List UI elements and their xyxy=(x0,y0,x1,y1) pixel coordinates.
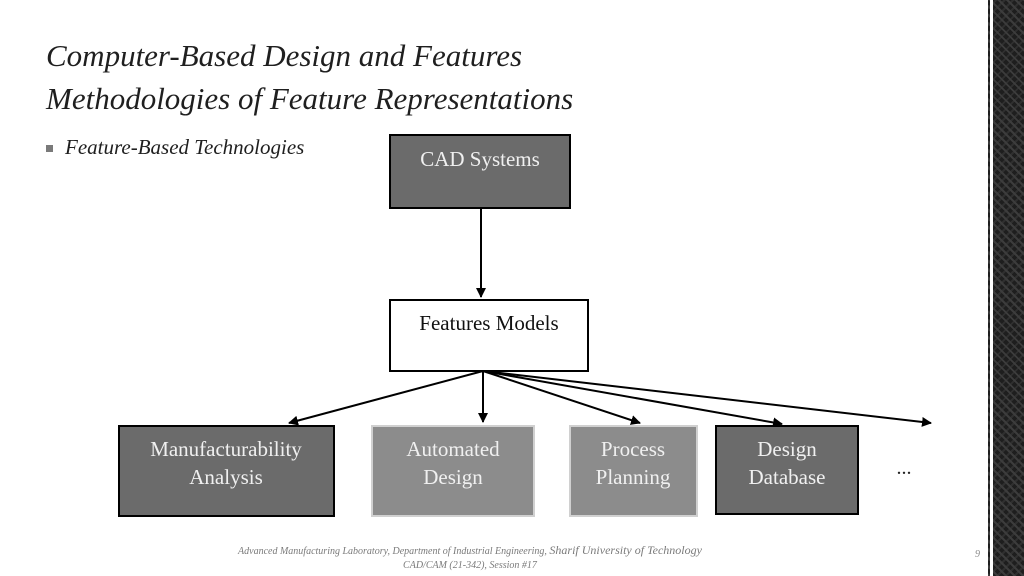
manufacturability-line-1: Manufacturability xyxy=(150,437,302,461)
automated-design-node: Automated Design xyxy=(371,425,535,517)
arrow-to-more xyxy=(482,370,932,427)
features-models-node: Features Models xyxy=(389,299,589,372)
page-number: 9 xyxy=(975,549,980,560)
cad-systems-label: CAD Systems xyxy=(420,147,540,171)
arrow-to-process-planning xyxy=(482,370,641,425)
arrow-to-manufacturability xyxy=(288,370,484,426)
title-line-1: Computer-Based Design and Features xyxy=(46,38,523,73)
process-planning-line-2: Planning xyxy=(596,465,671,489)
features-models-label: Features Models xyxy=(419,311,558,335)
decorative-side-stripe xyxy=(990,0,993,576)
footer-lab: Advanced Manufacturing Laboratory, Depar… xyxy=(238,546,550,557)
automated-design-line-1: Automated xyxy=(406,437,500,461)
design-database-line-2: Database xyxy=(749,465,826,489)
footer-line-1: Advanced Manufacturing Laboratory, Depar… xyxy=(200,543,740,558)
arrow-to-design-database xyxy=(482,370,783,428)
process-planning-node: Process Planning xyxy=(569,425,698,517)
more-items-ellipsis: ... xyxy=(897,457,912,479)
square-bullet-icon xyxy=(46,145,53,152)
design-database-line-1: Design xyxy=(757,437,817,461)
automated-design-line-2: Design xyxy=(423,465,483,489)
bullet-text: Feature-Based Technologies xyxy=(65,135,305,159)
footer-university: Sharif University of Technology xyxy=(549,543,702,557)
process-planning-line-1: Process xyxy=(601,437,665,461)
manufacturability-line-2: Analysis xyxy=(189,465,263,489)
manufacturability-analysis-node: Manufacturability Analysis xyxy=(118,425,335,517)
title-line-2: Methodologies of Feature Representations xyxy=(46,81,574,116)
slide-title: Computer-Based Design and Features Metho… xyxy=(46,34,946,120)
design-database-node: Design Database xyxy=(715,425,859,515)
cad-systems-node: CAD Systems xyxy=(389,134,571,209)
decorative-side-band xyxy=(988,0,1024,576)
bullet-item: Feature-Based Technologies xyxy=(46,135,304,160)
footer-line-2: CAD/CAM (21-342), Session #17 xyxy=(403,560,537,571)
